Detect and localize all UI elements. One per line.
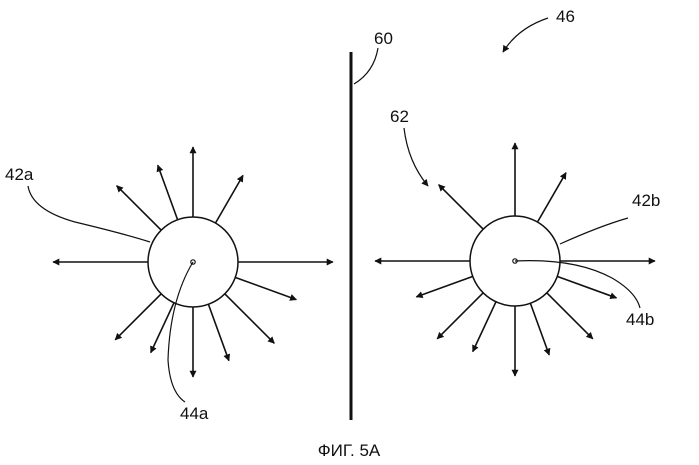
radial-arrow — [208, 302, 229, 360]
radial-arrow — [233, 277, 296, 300]
radial-arrow — [215, 175, 244, 224]
radial-arrow — [416, 276, 474, 297]
radial-arrow — [545, 291, 592, 338]
leader-line-62 — [404, 128, 428, 186]
ref-label-44b: 44b — [626, 310, 654, 329]
radial-arrow — [223, 292, 274, 343]
figure-caption: ФИГ. 5А — [318, 441, 381, 460]
ref-label-60: 60 — [374, 29, 393, 48]
ref-label-62: 62 — [390, 107, 409, 126]
leader-line-42b — [560, 218, 628, 244]
radial-arrow — [530, 301, 549, 355]
radial-arrow — [439, 185, 485, 231]
leader-line-60 — [354, 48, 378, 84]
radial-arrow — [115, 292, 162, 339]
radial-arrow — [117, 186, 163, 232]
leader-line-46 — [503, 18, 548, 52]
ref-label-42b: 42b — [632, 191, 660, 210]
leader-line-42a — [28, 186, 150, 242]
ref-label-46: 46 — [556, 7, 575, 26]
radial-arrow — [158, 165, 179, 221]
radial-arrow — [437, 291, 484, 338]
radial-arrow — [555, 276, 616, 298]
right-emitter — [375, 143, 655, 376]
radial-arrow — [537, 173, 567, 224]
radial-arrow — [473, 300, 497, 352]
ref-label-44a: 44a — [180, 404, 209, 423]
ref-label-42a: 42a — [5, 165, 34, 184]
